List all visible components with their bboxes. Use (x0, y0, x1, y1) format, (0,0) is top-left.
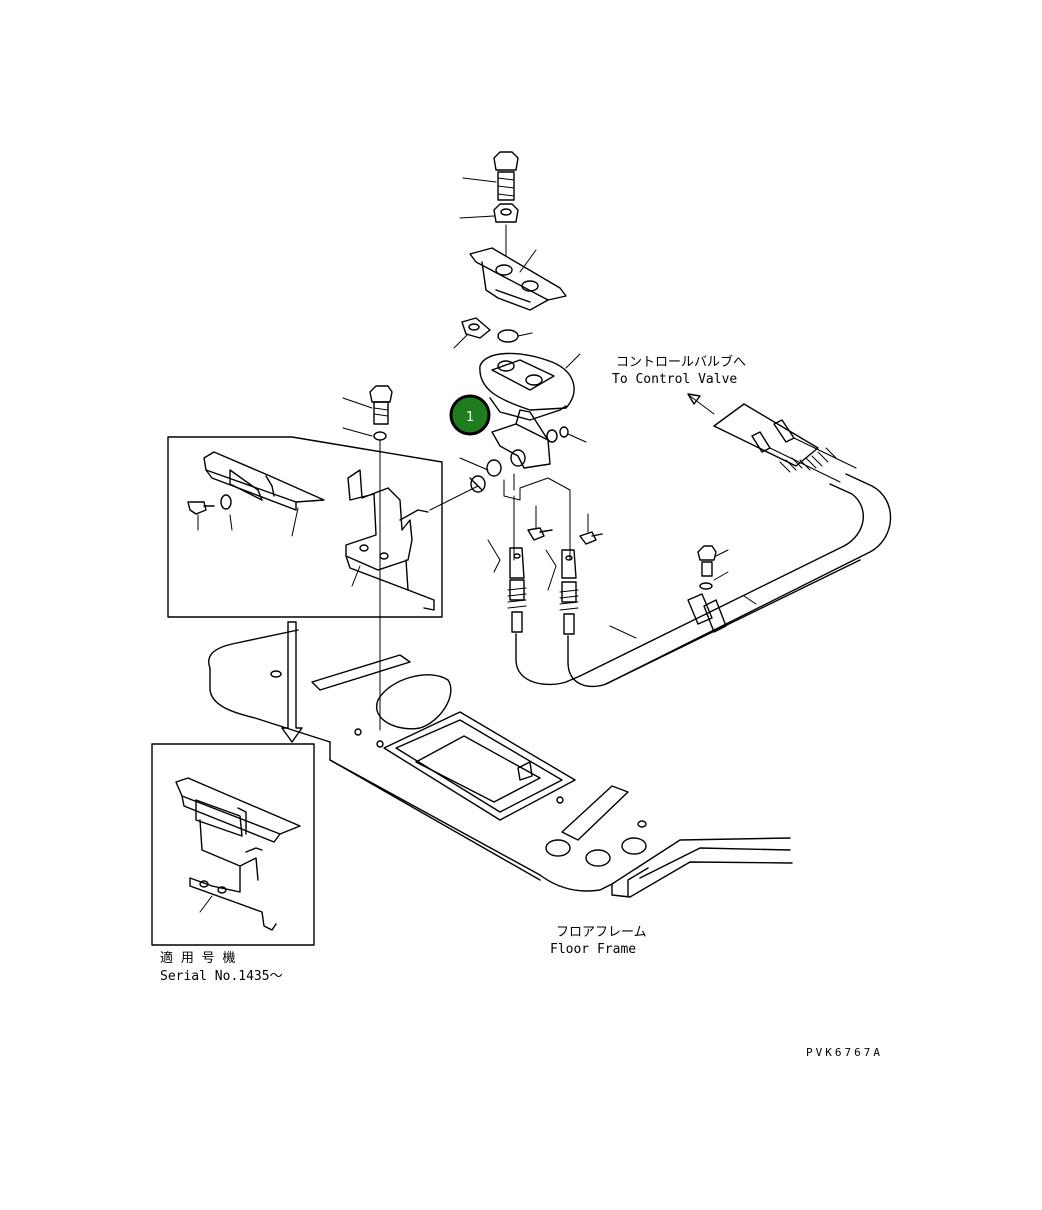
label-serial-en: Serial No.1435～ (160, 969, 283, 984)
arrow-to-serial-detail (281, 621, 303, 743)
assembly-lines (379, 439, 571, 731)
label-floor-frame-jp: フロアフレーム (556, 925, 647, 940)
floor-frame (208, 629, 793, 898)
label-floor-frame-en: Floor Frame (550, 942, 636, 957)
drawing-code: PVK6767A (806, 1046, 883, 1059)
callout-number: 1 (466, 410, 474, 425)
cables (487, 393, 892, 688)
label-serial-jp: 適 用 号 機 (160, 950, 235, 966)
callout-badge[interactable] (449, 394, 491, 436)
callout-1[interactable]: 1 (449, 394, 491, 436)
label-control-valve-en: To Control Valve (612, 372, 737, 387)
detail-box-current (167, 436, 443, 618)
label-control-valve-jp: コントロールバルブへ (616, 354, 746, 370)
upper-assembly (342, 151, 587, 493)
detail-box-serial (151, 743, 315, 946)
